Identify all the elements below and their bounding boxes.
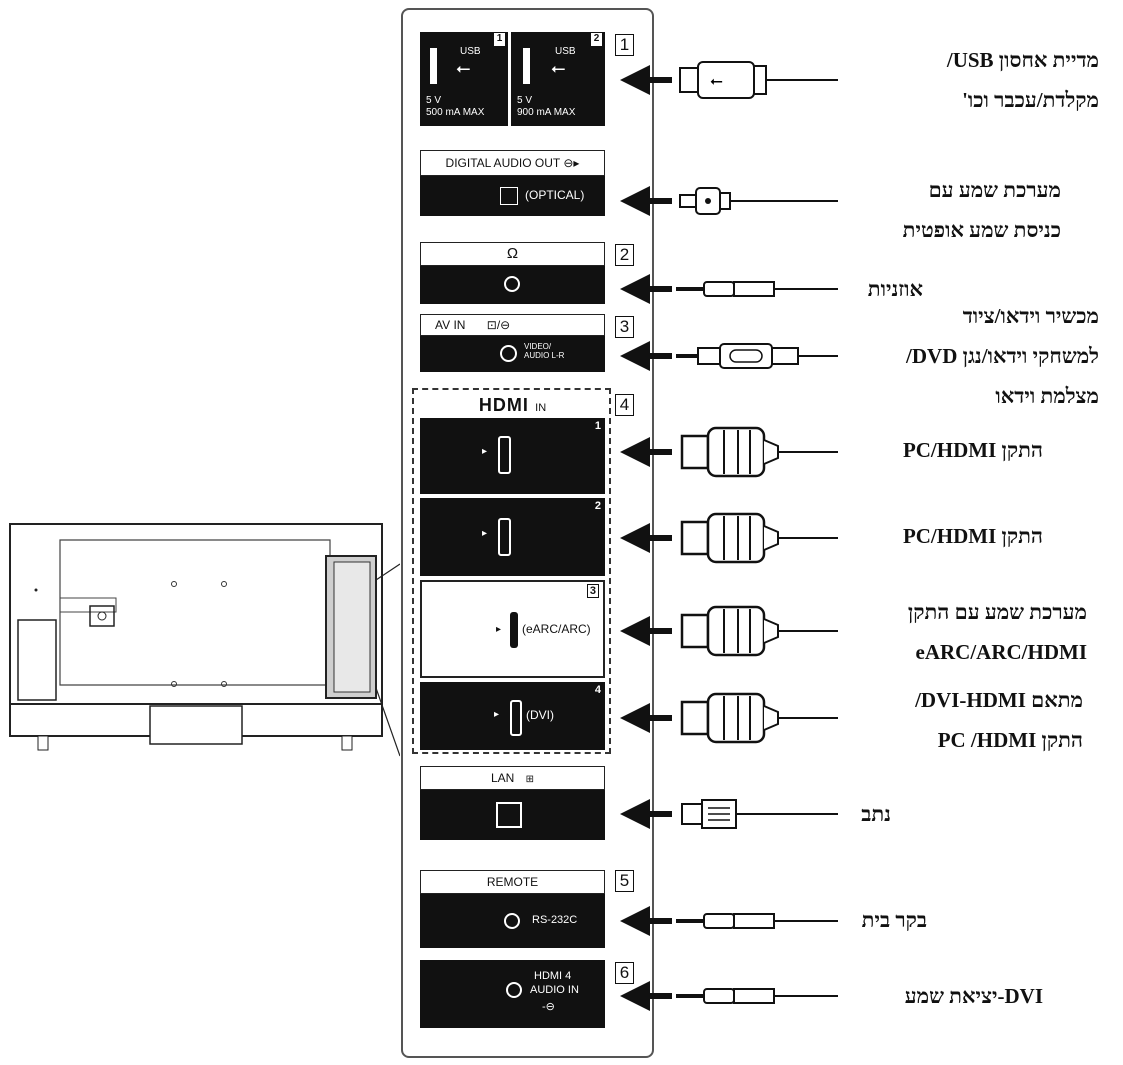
label-av: מכשיר וידאו/ציוד למשחקי וידאו/נגן DVD/ מ…	[906, 304, 1099, 408]
label-remote: בקר בית	[861, 908, 927, 932]
jack-icon	[504, 276, 520, 292]
lan-port[interactable]	[420, 790, 605, 840]
hdmi-cable-icon-3	[620, 605, 838, 657]
hdmi-arrow-icon: ▸	[482, 528, 488, 539]
label-dvi-audio: DVI-יציאת שמע	[904, 984, 1043, 1008]
optical-label: (OPTICAL)	[525, 188, 585, 202]
hdmi-group	[412, 388, 611, 754]
usb-current: 900 mA MAX	[517, 107, 576, 118]
hdmi-arrow-icon: ▸	[496, 624, 502, 635]
hdmi-port-number: 3	[586, 584, 599, 598]
usb-voltage: 5 V	[517, 95, 533, 106]
cables-layer: ⭠	[620, 61, 838, 1011]
label-hdmi4: מתאם DVI-HDMI/ התקן PC /HDMI	[915, 688, 1083, 752]
optical-jack-icon	[500, 187, 518, 205]
hdmi-cable-icon-1	[620, 426, 838, 478]
hdmi-cable-icon-4	[620, 692, 838, 744]
label-usb: מדיית אחסון USB/ מקלדת/עכבר וכו'	[946, 48, 1099, 112]
usb-port-number: 2	[591, 33, 602, 46]
hdmi-arrow-icon: ▸	[482, 446, 488, 457]
digital-audio-port[interactable]: (OPTICAL)	[420, 176, 605, 216]
usb-cable-icon: ⭠	[620, 61, 838, 99]
hdmi-port-3[interactable]: 3 ▸ (eARC/ARC)	[420, 580, 605, 678]
ethernet-socket-icon	[496, 802, 522, 828]
hdmi-socket-icon	[498, 518, 511, 556]
audio-input-icon: -⊖	[542, 1001, 555, 1013]
usb-port-2[interactable]: USB ⭠ 2 5 V 900 mA MAX	[511, 32, 605, 126]
usb-title: USB	[555, 46, 576, 57]
headphones-header: Ω	[420, 242, 605, 266]
hdmi-port-1[interactable]: 1 ▸	[420, 418, 605, 494]
av-in-title: AV IN	[435, 318, 466, 332]
hdmi-socket-icon	[498, 436, 511, 474]
jack-icon	[506, 982, 522, 998]
usb-title: USB	[460, 46, 481, 57]
usb-symbol-icon: ⭠	[456, 58, 471, 78]
network-icon: ⊞	[525, 774, 535, 785]
label-headphones: אוזניות	[867, 277, 923, 301]
hdmi-socket-icon	[510, 700, 522, 736]
usb-port-1[interactable]: USB ⭠ 1 5 V 500 mA MAX	[420, 32, 508, 126]
usb-voltage: 5 V	[426, 95, 442, 106]
hdmi-in-suffix: IN	[535, 402, 547, 414]
label-hdmi1: התקן PC/HDMI	[902, 438, 1043, 462]
hdmi-earc-label: (eARC/ARC)	[522, 622, 591, 636]
headphones-port[interactable]	[420, 266, 605, 304]
hdmi-port-2[interactable]: 2 ▸	[420, 498, 605, 576]
digital-audio-title: DIGITAL AUDIO OUT	[445, 156, 561, 170]
usb-port-number: 1	[494, 33, 505, 46]
jack-icon	[504, 913, 520, 929]
av-cable-icon	[620, 341, 838, 371]
headphone-cable-icon	[620, 274, 838, 304]
hdmi-cable-icon-2	[620, 512, 838, 564]
rs232c-label: RS-232C	[532, 914, 578, 926]
group-number-1: 1	[615, 34, 634, 56]
usb-symbol-icon: ⭠	[551, 58, 566, 78]
hdmi-header: HDMI IN	[420, 394, 605, 418]
av-input-icon: ⊡/⊖	[486, 318, 511, 332]
hdmi-logo: HDMI	[478, 395, 529, 415]
hdmi-socket-icon	[510, 612, 518, 648]
lan-title: LAN	[490, 771, 515, 785]
hdmi4-audio-line2: AUDIO IN	[530, 984, 579, 996]
remote-port[interactable]: RS-232C	[420, 894, 605, 948]
group-number-2: 2	[615, 244, 634, 266]
output-icon: ⊖▸	[563, 156, 580, 170]
lan-header: LAN ⊞	[420, 766, 605, 790]
group-number-3: 3	[615, 316, 634, 338]
av-in-sublabel: VIDEO/ AUDIO L-R	[524, 342, 565, 360]
rear-panel-frame	[401, 8, 654, 1058]
tv-rear-view	[9, 523, 400, 757]
hdmi-port-4[interactable]: 4 ▸ (DVI)	[420, 682, 605, 750]
remote-header: REMOTE	[420, 870, 605, 894]
group-number-5: 5	[615, 870, 634, 892]
jack-icon	[500, 345, 517, 362]
usb-current: 500 mA MAX	[426, 107, 485, 118]
hdmi-arrow-icon: ▸	[494, 709, 500, 720]
hdmi-port-number: 4	[594, 684, 601, 696]
optical-cable-icon	[620, 186, 838, 216]
group-number-4: 4	[615, 394, 634, 416]
digital-audio-header: DIGITAL AUDIO OUT ⊖▸	[420, 150, 605, 176]
lan-cable-icon	[620, 799, 838, 829]
hdmi-port-number: 1	[594, 420, 601, 432]
dvi-audio-cable-icon	[620, 981, 838, 1011]
label-hdmi3: מערכת שמע עם התקן eARC/ARC/HDMI	[907, 600, 1087, 664]
label-lan: נתב	[861, 802, 891, 826]
label-hdmi2: התקן PC/HDMI	[902, 524, 1043, 548]
hdmi4-audio-in-port[interactable]: HDMI 4 AUDIO IN -⊖	[420, 960, 605, 1028]
label-optical: מערכת שמע עם כניסת שמע אופטית	[902, 178, 1061, 242]
svg-text:⭠: ⭠	[710, 73, 723, 90]
remote-cable-icon	[620, 906, 838, 936]
hdmi-port-number: 2	[594, 500, 601, 512]
hdmi-dvi-label: (DVI)	[526, 708, 554, 722]
usb-slot-icon	[430, 48, 437, 84]
usb-slot-icon	[523, 48, 530, 84]
remote-title: REMOTE	[486, 875, 539, 889]
hdmi4-audio-line1: HDMI 4	[534, 970, 572, 982]
headphones-icon: Ω	[506, 245, 519, 262]
av-in-header: AV IN ⊡/⊖	[420, 314, 605, 336]
av-in-port[interactable]: VIDEO/ AUDIO L-R	[420, 336, 605, 372]
